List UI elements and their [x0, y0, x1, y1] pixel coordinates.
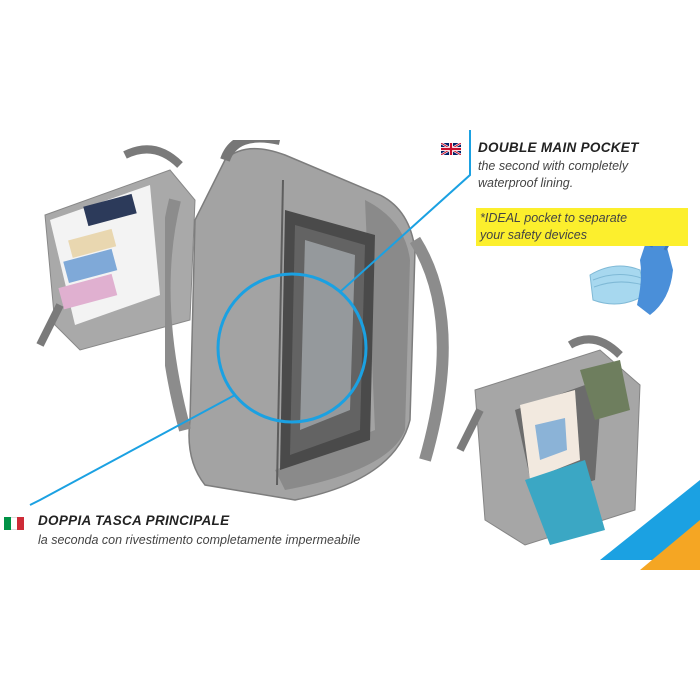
ideal-pocket-note: *IDEAL pocket to separate your safety de… — [476, 208, 688, 246]
right-bag-image — [456, 335, 641, 546]
english-desc-line1: the second with completely — [478, 159, 629, 173]
left-bag-image — [36, 145, 196, 351]
center-bag-image — [165, 140, 449, 501]
italian-title: DOPPIA TASCA PRINCIPALE — [38, 513, 230, 528]
english-title: DOUBLE MAIN POCKET — [478, 140, 639, 155]
english-description: the second with completely waterproof li… — [478, 158, 688, 192]
uk-flag-icon — [441, 143, 461, 155]
mask-gloves-image — [589, 232, 673, 315]
ideal-line1: *IDEAL pocket to separate — [480, 211, 628, 225]
italian-description: la seconda con rivestimento completament… — [38, 533, 361, 547]
english-desc-line2: waterproof lining. — [478, 176, 574, 190]
ideal-line2: your safety devices — [480, 228, 587, 242]
italy-flag-icon — [4, 517, 25, 530]
